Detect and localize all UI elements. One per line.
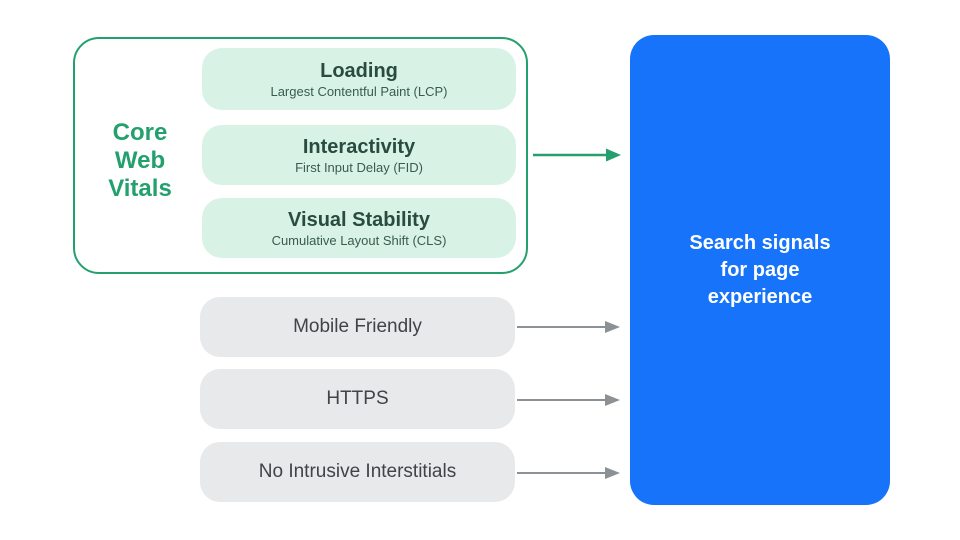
signal-label-mobile-friendly: Mobile Friendly (293, 316, 422, 337)
arrow-mobile-friendly-to-search-icon (517, 321, 620, 333)
search-signals-label: Search signals for page experience (689, 231, 831, 308)
arrow-https-to-search-icon (517, 394, 620, 406)
arrow-no-intrusive-interstitials-to-search-icon (517, 467, 620, 479)
metric-title-loading: Loading (320, 59, 398, 82)
metric-subtitle-fid: First Input Delay (FID) (295, 159, 423, 175)
metric-pill-loading: Loading Largest Contentful Paint (LCP) (202, 48, 516, 110)
signal-pill-mobile-friendly: Mobile Friendly (200, 297, 515, 357)
metric-title-visual-stability: Visual Stability (288, 208, 430, 231)
metric-title-interactivity: Interactivity (302, 135, 416, 158)
metric-subtitle-lcp: Largest Contentful Paint (LCP) (270, 83, 448, 99)
signal-pill-no-intrusive-interstitials: No Intrusive Interstitials (200, 442, 515, 502)
metric-subtitle-cls: Cumulative Layout Shift (CLS) (271, 232, 447, 248)
metric-pill-visual-stability: Visual Stability Cumulative Layout Shift… (202, 198, 516, 258)
signal-pill-https: HTTPS (200, 369, 515, 429)
signal-label-no-intrusive-interstitials: No Intrusive Interstitials (258, 461, 457, 482)
signal-label-https: HTTPS (326, 388, 389, 409)
metric-pill-interactivity: Interactivity First Input Delay (FID) (202, 125, 516, 185)
arrow-core-web-vitals-to-search-icon (533, 148, 621, 162)
core-web-vitals-label: Core Web Vitals (108, 119, 172, 202)
search-signals-box: Search signals for page experience (630, 35, 890, 505)
